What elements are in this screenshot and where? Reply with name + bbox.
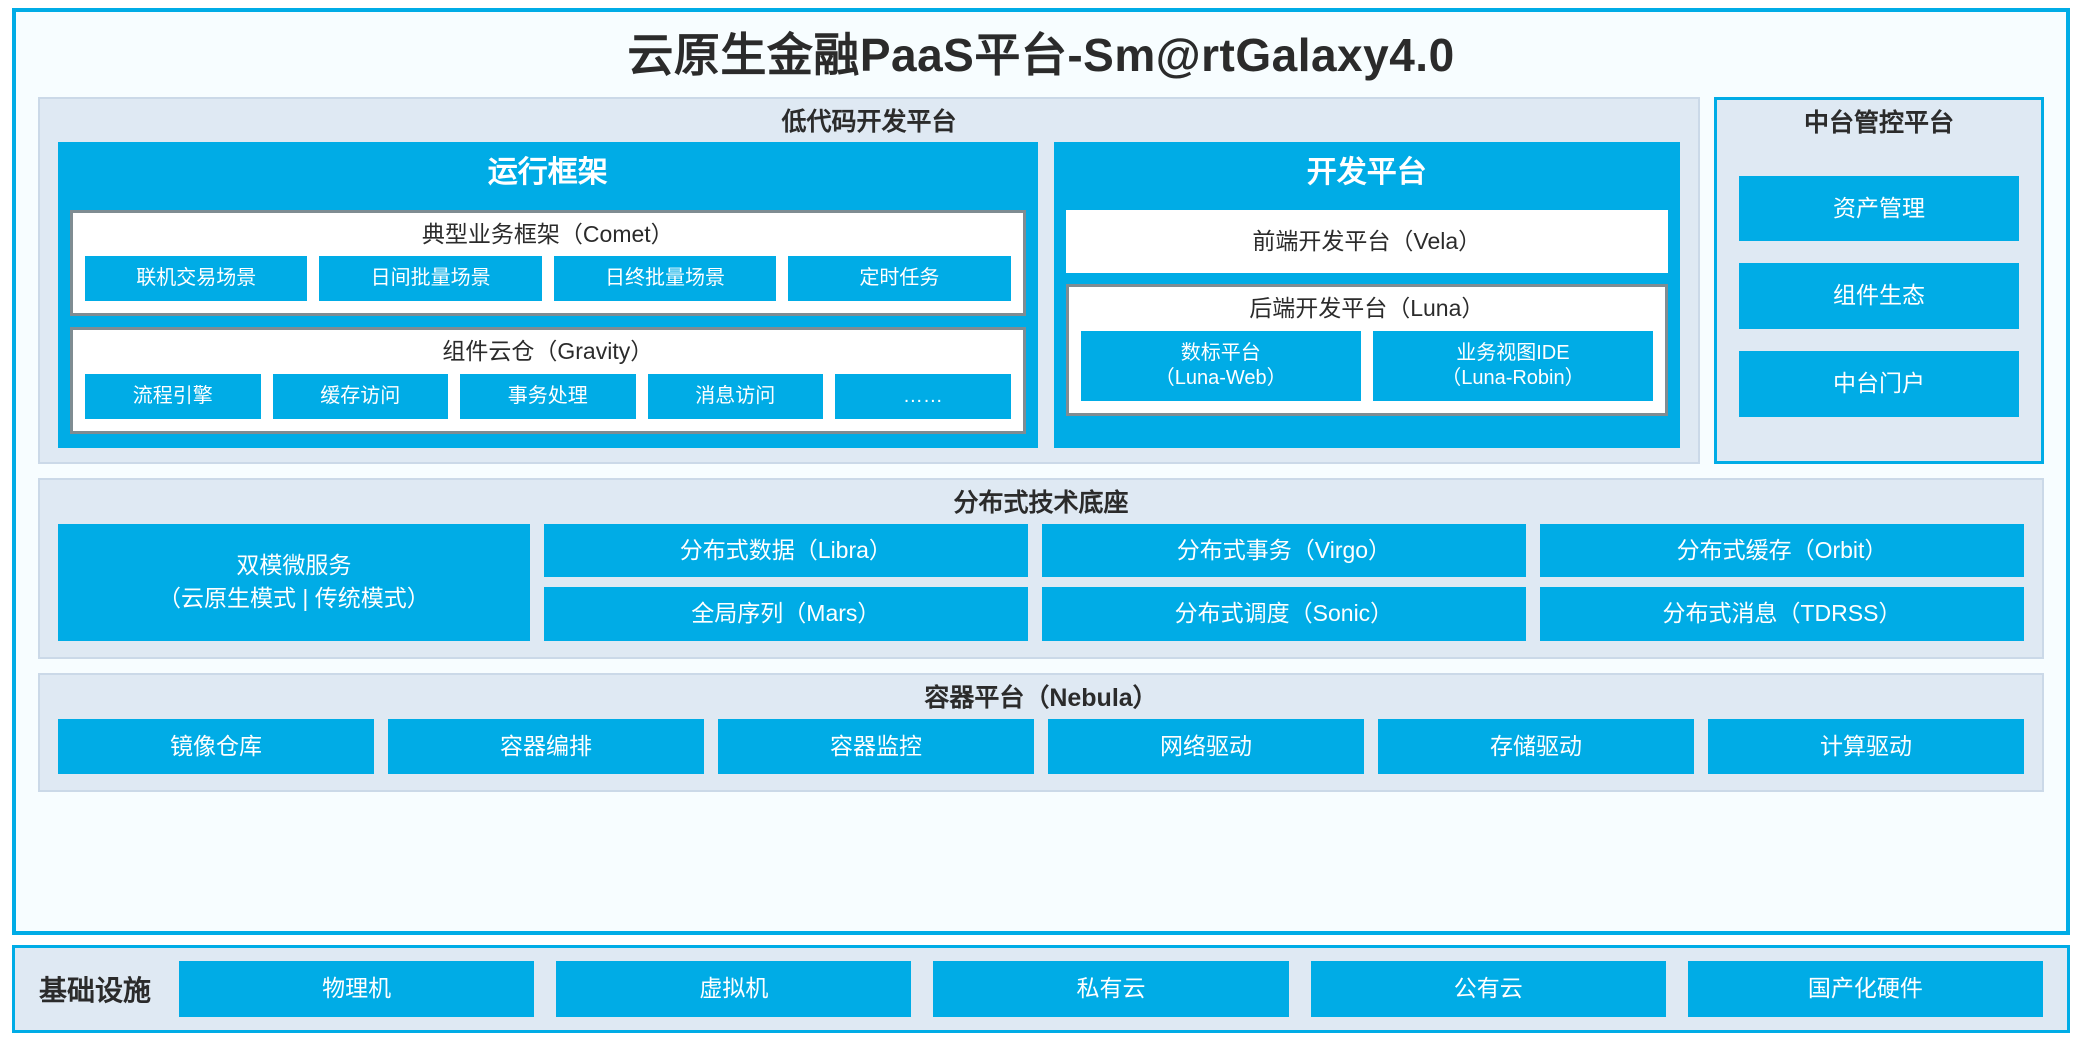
luna-robin-name: 业务视图IDE (1456, 342, 1570, 365)
tech-chip-distributed-cache-orbit[interactable]: 分布式缓存（Orbit） (1539, 523, 2025, 578)
dual-mode-microservice-chip[interactable]: 双模微服务 （云原生模式 | 传统模式） (58, 523, 530, 641)
dual-mode-line2: （云原生模式 | 传统模式） (158, 585, 430, 612)
comet-item-eod-batch[interactable]: 日终批量场景 (553, 256, 777, 302)
gravity-chip-row: 流程引擎 缓存访问 事务处理 消息访问 …… (85, 374, 1011, 420)
dual-mode-microservice-column: 双模微服务 （云原生模式 | 传统模式） (58, 523, 530, 641)
container-item-network-driver[interactable]: 网络驱动 (1048, 718, 1364, 775)
gravity-item-ellipsis[interactable]: …… (835, 374, 1011, 420)
top-region: 低代码开发平台 运行框架 典型业务框架（Comet） 联机交易场景 日间批量场景… (38, 96, 2044, 465)
luna-item-data-platform[interactable]: 数标平台 （Luna-Web） (1080, 331, 1361, 402)
infrastructure-label: 基础设施 (39, 975, 152, 1007)
luna-item-business-view-ide[interactable]: 业务视图IDE （Luna-Robin） (1372, 331, 1654, 402)
gravity-item-process-engine[interactable]: 流程引擎 (85, 374, 261, 420)
gravity-item-transaction-processing[interactable]: 事务处理 (460, 374, 636, 420)
gravity-group: 组件云仓（Gravity） 流程引擎 缓存访问 事务处理 消息访问 …… (70, 327, 1026, 435)
tech-column-transaction: 分布式事务（Virgo） 分布式调度（Sonic） (1041, 523, 1526, 641)
container-platform-title: 容器平台（Nebula） (924, 683, 1158, 712)
tech-chip-distributed-transaction-virgo[interactable]: 分布式事务（Virgo） (1041, 523, 1526, 578)
page-title: 云原生金融PaaS平台-Sm@rtGalaxy4.0 (627, 29, 1455, 81)
platform-outer-card: 云原生金融PaaS平台-Sm@rtGalaxy4.0 低代码开发平台 运行框架 … (12, 8, 2070, 936)
tech-foundation-title: 分布式技术底座 (953, 489, 1129, 518)
luna-chip-row: 数标平台 （Luna-Web） 业务视图IDE （Luna-Robin） (1080, 331, 1654, 402)
tech-chip-global-sequence-mars[interactable]: 全局序列（Mars） (543, 587, 1028, 641)
tech-chip-distributed-scheduling-sonic[interactable]: 分布式调度（Sonic） (1041, 587, 1526, 641)
control-platform-panel: 中台管控平台 资产管理 组件生态 中台门户 (1714, 96, 2044, 465)
control-item-component-ecosystem[interactable]: 组件生态 (1739, 263, 2019, 329)
runtime-framework-title: 运行框架 (487, 156, 608, 190)
development-platform-title: 开发平台 (1306, 156, 1427, 190)
container-item-monitoring[interactable]: 容器监控 (718, 718, 1034, 775)
tech-foundation-body: 双模微服务 （云原生模式 | 传统模式） 分布式数据（Libra） 全局序列（M… (58, 523, 2025, 641)
container-platform-body: 镜像仓库 容器编排 容器监控 网络驱动 存储驱动 计算驱动 (58, 718, 2024, 775)
control-platform-items: 资产管理 组件生态 中台门户 (1739, 143, 2019, 441)
container-platform-panel: 容器平台（Nebula） 镜像仓库 容器编排 容器监控 网络驱动 存储驱动 计算… (38, 672, 2044, 793)
infrastructure-item-private-cloud[interactable]: 私有云 (933, 961, 1289, 1017)
container-item-orchestration[interactable]: 容器编排 (388, 718, 704, 775)
comet-item-intraday-batch[interactable]: 日间批量场景 (319, 256, 542, 302)
tech-column-cache: 分布式缓存（Orbit） 分布式消息（TDRSS） (1539, 523, 2025, 641)
tech-chip-distributed-data-libra[interactable]: 分布式数据（Libra） (543, 523, 1028, 578)
frontend-platform-vela[interactable]: 前端开发平台（Vela） (1065, 209, 1668, 274)
development-platform-block: 开发平台 前端开发平台（Vela） 后端开发平台（Luna） 数标平台 （Lun… (1053, 142, 1680, 449)
backend-platform-luna-group: 后端开发平台（Luna） 数标平台 （Luna-Web） 业务视图IDE （Lu… (1065, 284, 1668, 417)
comet-item-scheduled-task[interactable]: 定时任务 (788, 256, 1011, 302)
comet-chip-row: 联机交易场景 日间批量场景 日终批量场景 定时任务 (85, 256, 1011, 302)
luna-web-code: （Luna-Web） (1154, 367, 1287, 390)
gravity-group-title: 组件云仓（Gravity） (442, 338, 654, 365)
infrastructure-item-domestic-hardware[interactable]: 国产化硬件 (1687, 961, 2044, 1017)
lowcode-platform-panel: 低代码开发平台 运行框架 典型业务框架（Comet） 联机交易场景 日间批量场景… (38, 96, 1700, 465)
container-item-image-registry[interactable]: 镜像仓库 (58, 718, 374, 775)
control-item-asset-management[interactable]: 资产管理 (1739, 175, 2019, 242)
container-item-compute-driver[interactable]: 计算驱动 (1708, 718, 2024, 775)
luna-robin-code: （Luna-Robin） (1441, 367, 1585, 390)
control-platform-title: 中台管控平台 (1803, 108, 1954, 137)
infrastructure-item-virtual-machine[interactable]: 虚拟机 (556, 961, 912, 1017)
container-item-storage-driver[interactable]: 存储驱动 (1378, 718, 1694, 775)
comet-group: 典型业务框架（Comet） 联机交易场景 日间批量场景 日终批量场景 定时任务 (70, 209, 1026, 317)
tech-foundation-panel: 分布式技术底座 双模微服务 （云原生模式 | 传统模式） 分布式数据（Libra… (38, 478, 2044, 659)
comet-group-title: 典型业务框架（Comet） (421, 220, 674, 247)
comet-item-online-transaction[interactable]: 联机交易场景 (85, 256, 308, 302)
gravity-item-message-access[interactable]: 消息访问 (647, 374, 824, 420)
runtime-framework-block: 运行框架 典型业务框架（Comet） 联机交易场景 日间批量场景 日终批量场景 … (58, 142, 1038, 449)
lowcode-platform-body: 运行框架 典型业务框架（Comet） 联机交易场景 日间批量场景 日终批量场景 … (40, 142, 1698, 449)
dual-mode-line1: 双模微服务 (236, 552, 352, 579)
control-item-portal[interactable]: 中台门户 (1739, 350, 2019, 417)
infrastructure-item-public-cloud[interactable]: 公有云 (1310, 961, 1666, 1017)
infrastructure-card: 基础设施 物理机 虚拟机 私有云 公有云 国产化硬件 (12, 945, 2070, 1033)
backend-platform-luna-title: 后端开发平台（Luna） (1249, 295, 1485, 322)
tech-chip-distributed-message-tdrss[interactable]: 分布式消息（TDRSS） (1539, 587, 2025, 641)
infrastructure-item-physical-machine[interactable]: 物理机 (179, 961, 535, 1017)
luna-web-name: 数标平台 (1180, 342, 1261, 365)
gravity-item-cache-access[interactable]: 缓存访问 (272, 374, 449, 420)
lowcode-platform-title: 低代码开发平台 (781, 107, 957, 136)
tech-column-data: 分布式数据（Libra） 全局序列（Mars） (543, 523, 1028, 641)
